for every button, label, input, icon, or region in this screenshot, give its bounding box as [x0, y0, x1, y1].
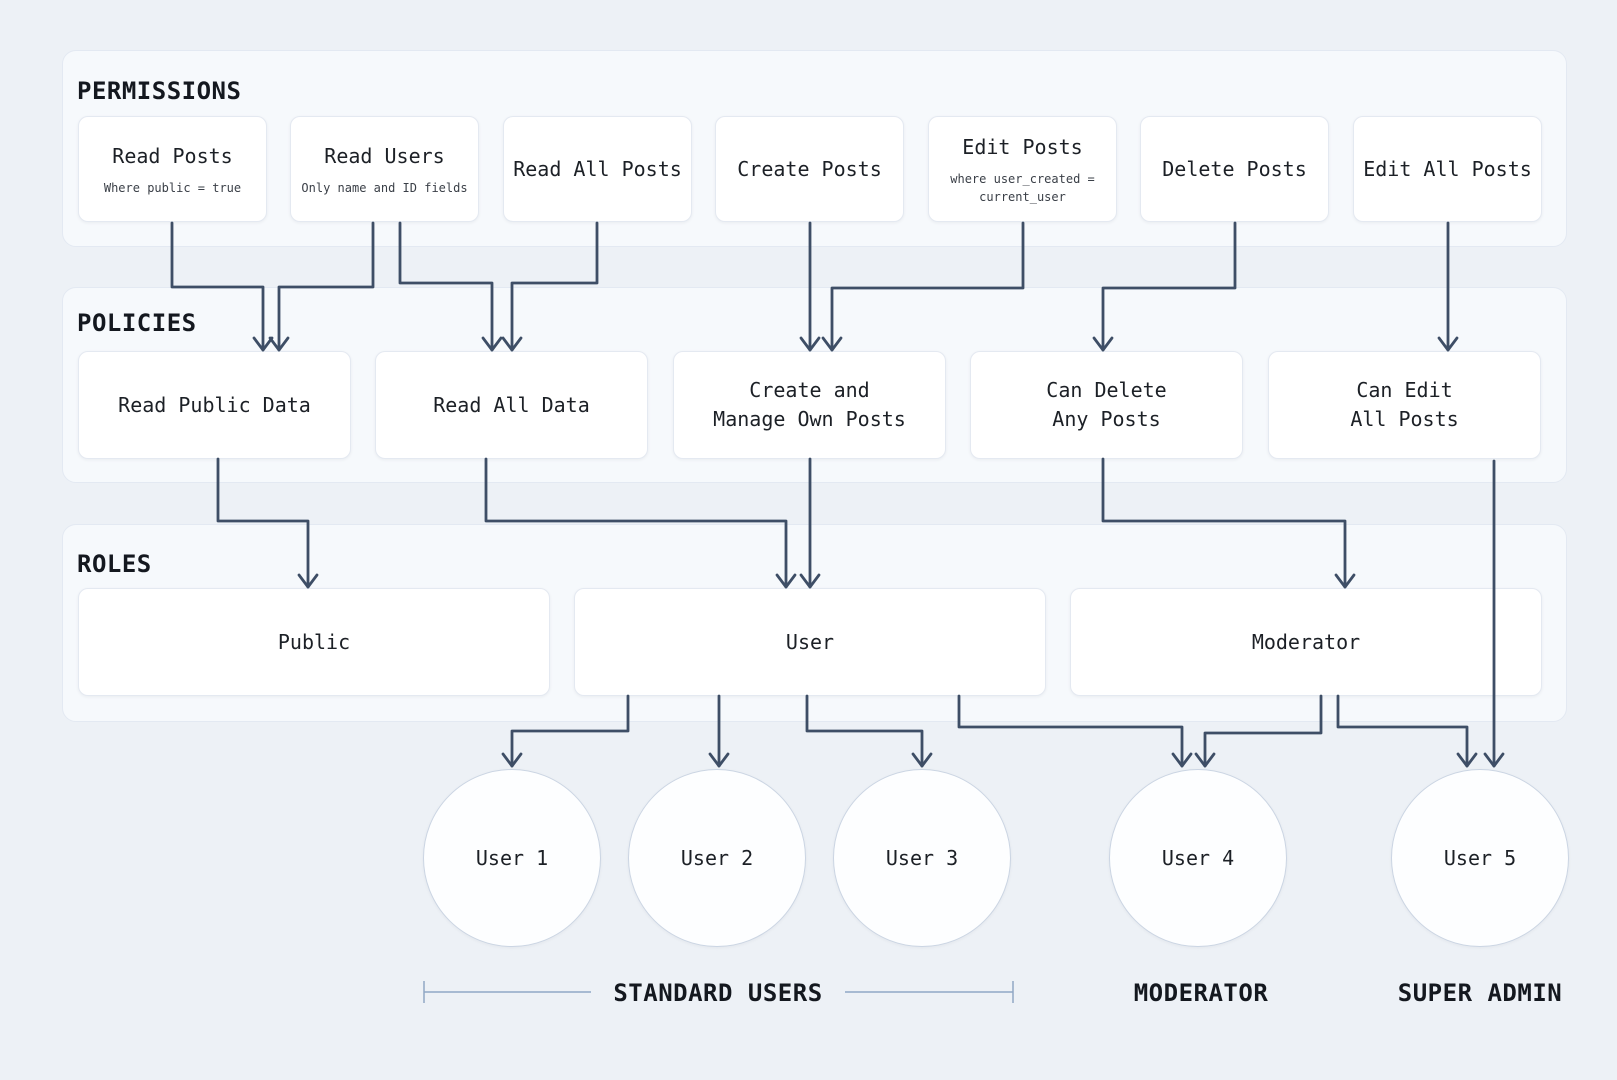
permission-subtitle: where user_created = current_user: [950, 171, 1095, 204]
permission-title: Read All Posts: [513, 156, 682, 181]
roles-section-title: ROLES: [77, 550, 152, 578]
user-node-3: User 3: [833, 769, 1011, 947]
permission-title: Edit Posts: [962, 134, 1083, 159]
user-label: User 5: [1443, 845, 1517, 870]
policy-read-public-data: Read Public Data: [78, 351, 351, 459]
role-title: Moderator: [1251, 629, 1361, 654]
group-label-standard-users: STANDARD USERS: [613, 979, 823, 1007]
permission-subtitle: Only name and ID fields: [301, 180, 468, 195]
group-label-super-admin: SUPER ADMIN: [1397, 979, 1563, 1007]
policy-can-edit-all-posts: Can Edit All Posts: [1268, 351, 1541, 459]
permission-subtitle: Where public = true: [103, 180, 242, 195]
permission-title: Delete Posts: [1162, 156, 1307, 181]
permission-read-posts: Read Posts Where public = true: [78, 116, 267, 222]
policy-title: Can Delete Any Posts: [1046, 378, 1167, 431]
bracket-standard-users-right: [845, 981, 1014, 1003]
role-user: User: [574, 588, 1046, 696]
user-label: User 3: [885, 845, 959, 870]
policy-create-manage-own-posts: Create and Manage Own Posts: [673, 351, 946, 459]
group-label-moderator: MODERATOR: [1133, 979, 1269, 1007]
policy-title: Create and Manage Own Posts: [713, 378, 906, 431]
permission-create-posts: Create Posts: [715, 116, 904, 222]
permission-read-users: Read Users Only name and ID fields: [290, 116, 479, 222]
role-moderator: Moderator: [1070, 588, 1542, 696]
user-node-4: User 4: [1109, 769, 1287, 947]
permissions-section-title: PERMISSIONS: [77, 77, 242, 105]
policies-section-title: POLICIES: [77, 309, 197, 337]
permission-title: Create Posts: [737, 156, 882, 181]
role-title: User: [785, 629, 835, 654]
bracket-standard-users-left: [423, 981, 591, 1003]
permission-delete-posts: Delete Posts: [1140, 116, 1329, 222]
user-node-5: User 5: [1391, 769, 1569, 947]
user-label: User 1: [475, 845, 549, 870]
permission-title: Edit All Posts: [1363, 156, 1532, 181]
permission-title: Read Posts: [112, 143, 233, 168]
permission-edit-posts: Edit Posts where user_created = current_…: [928, 116, 1117, 222]
user-label: User 4: [1161, 845, 1235, 870]
permission-title: Read Users: [324, 143, 445, 168]
policy-title: Can Edit All Posts: [1350, 378, 1459, 431]
user-label: User 2: [680, 845, 754, 870]
role-public: Public: [78, 588, 550, 696]
permission-edit-all-posts: Edit All Posts: [1353, 116, 1542, 222]
user-node-2: User 2: [628, 769, 806, 947]
policy-read-all-data: Read All Data: [375, 351, 648, 459]
policy-title: Read Public Data: [118, 392, 311, 417]
policy-title: Read All Data: [433, 392, 590, 417]
policy-can-delete-any-posts: Can Delete Any Posts: [970, 351, 1243, 459]
user-node-1: User 1: [423, 769, 601, 947]
role-title: Public: [277, 629, 351, 654]
permission-read-all-posts: Read All Posts: [503, 116, 692, 222]
